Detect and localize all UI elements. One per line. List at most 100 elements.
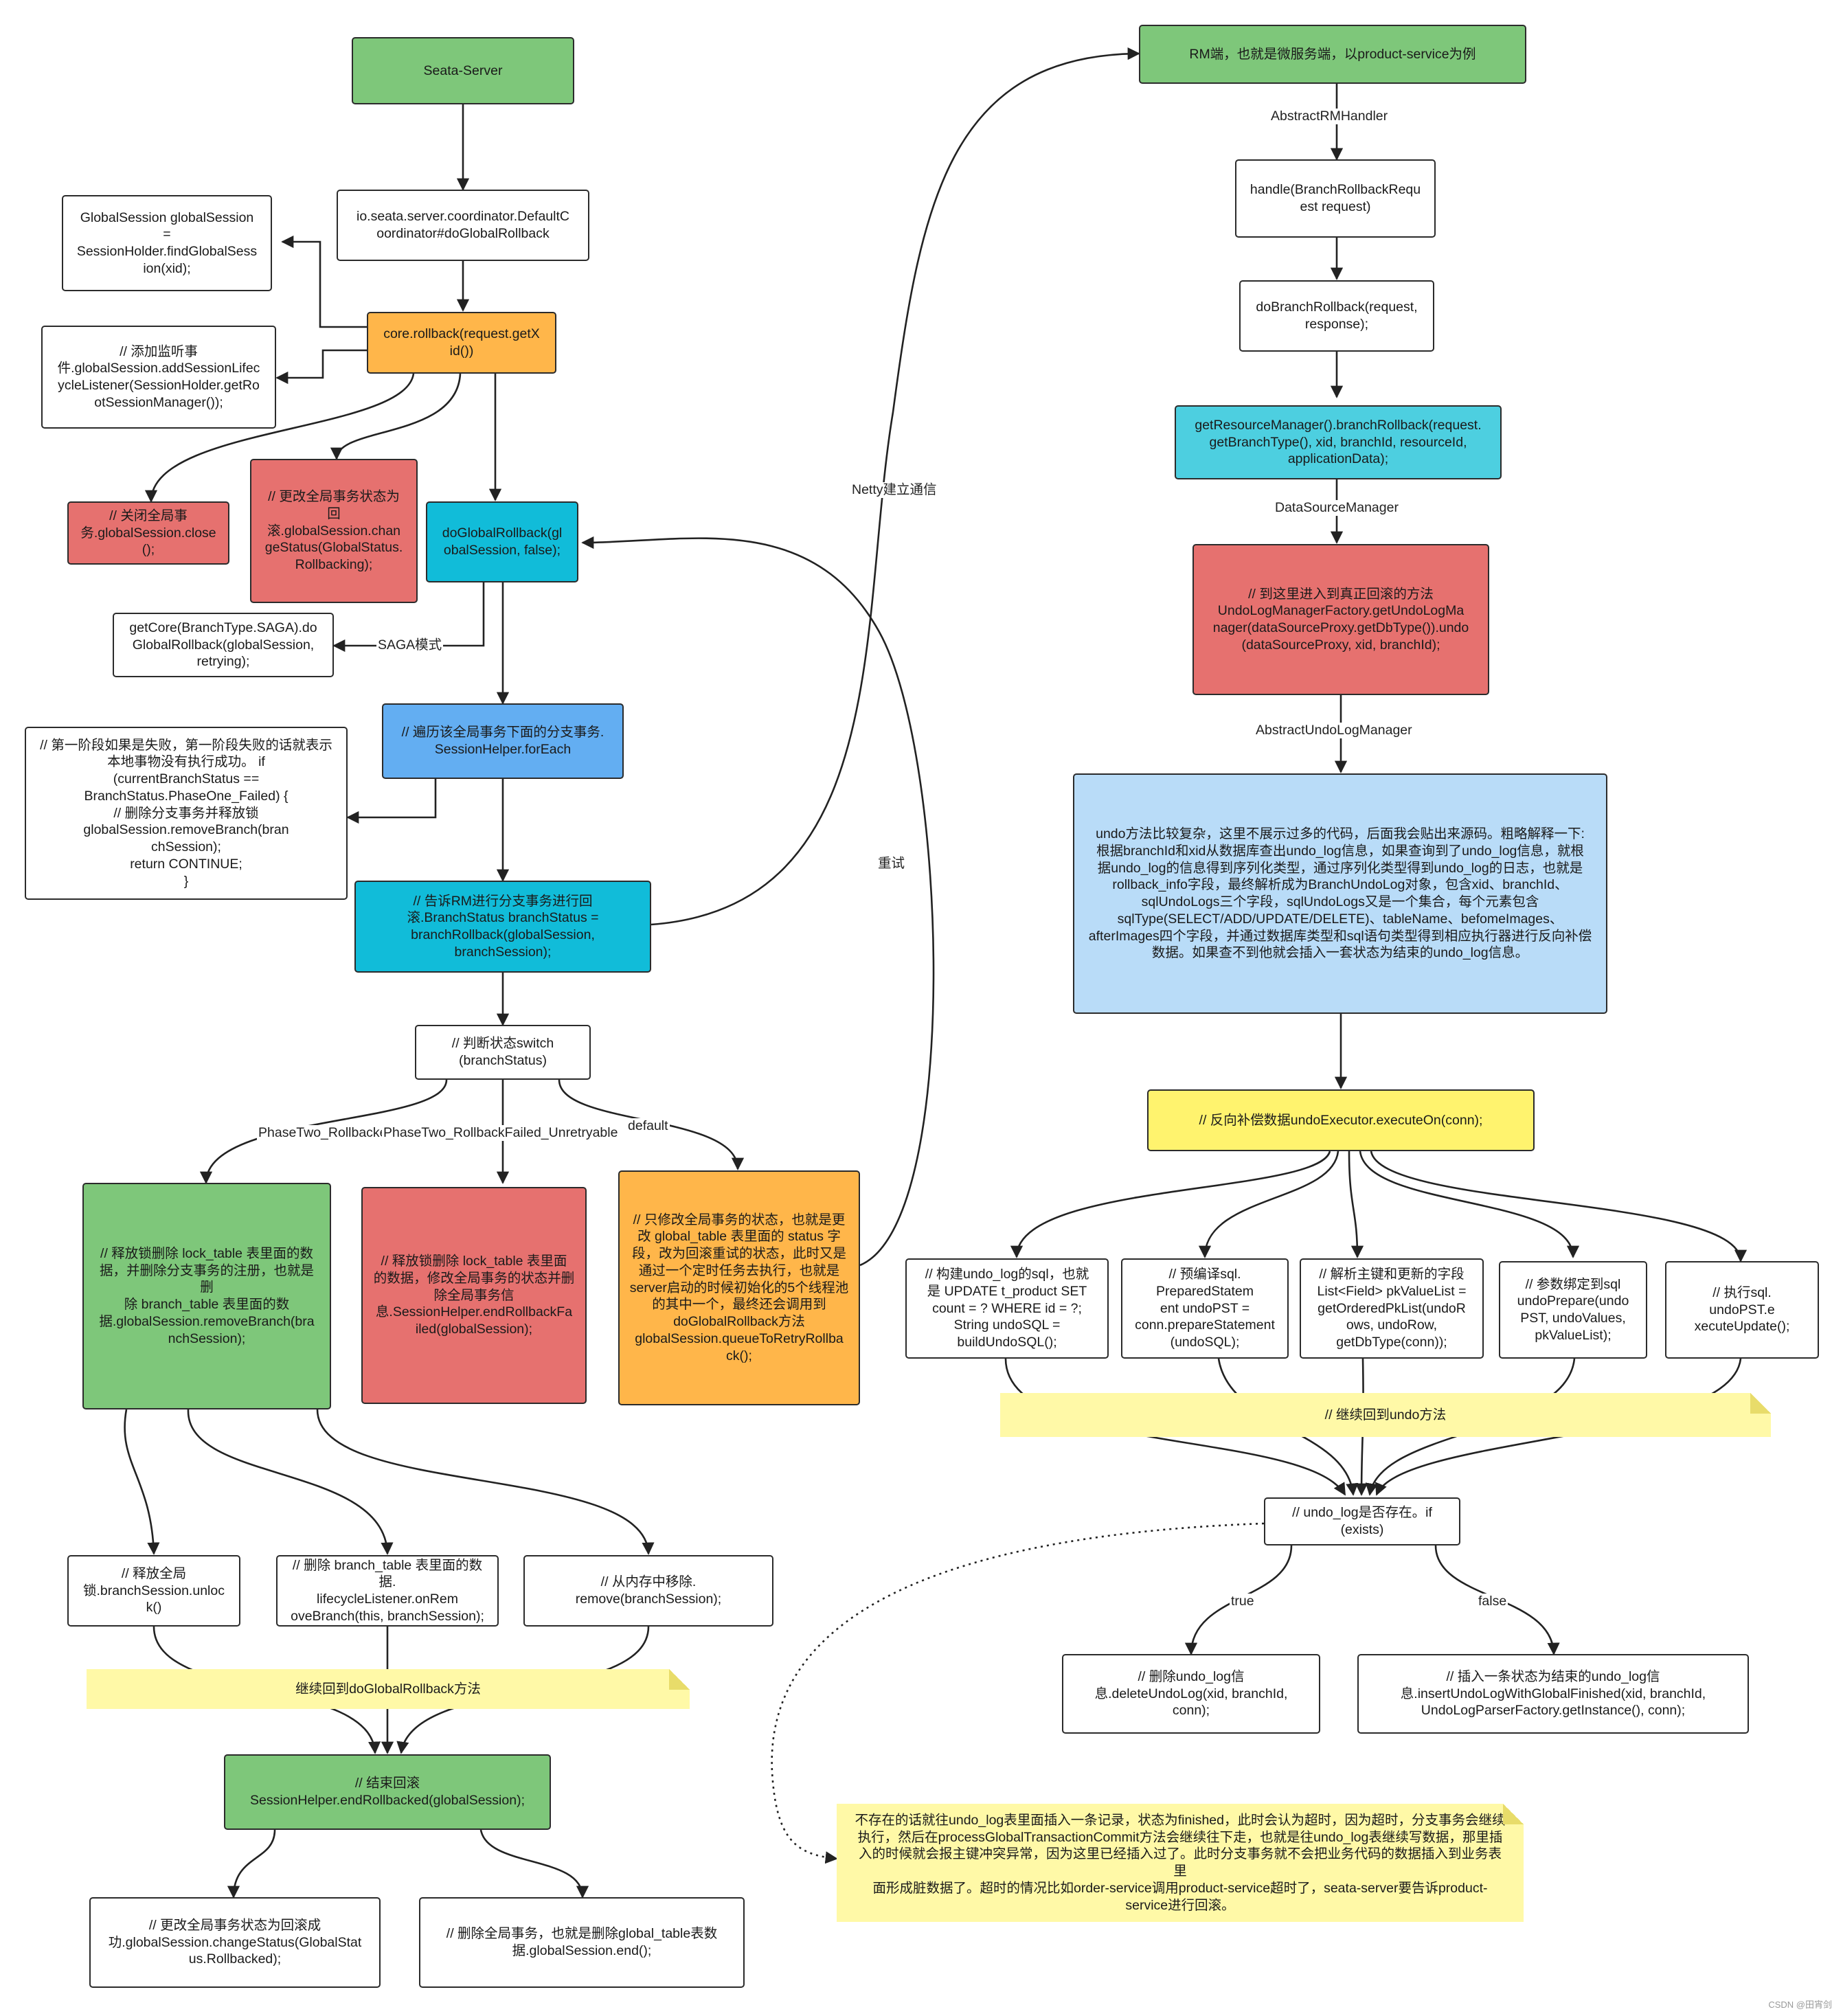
note-continue-global-rollback-text: 继续回到doGlobalRollback方法 xyxy=(295,1681,481,1697)
node-saga-rollback-text: getCore(BranchType.SAGA).do GlobalRollba… xyxy=(129,620,317,670)
edge-end-to-global-end xyxy=(479,1829,589,1899)
node-execute-update: // 执行sql. undoPST.e xecuteUpdate(); xyxy=(1665,1261,1819,1359)
note-continue-undo-text: // 继续回到undo方法 xyxy=(1324,1407,1447,1423)
edge-execute-to-bind xyxy=(1359,1151,1580,1258)
node-undo-desc-text: undo方法比较复杂，这里不展示过多的代码，后面我会贴出来源码。粗略解释一下: … xyxy=(1088,826,1592,961)
edge-foreach-to-phase-one xyxy=(346,779,437,824)
node-bind-params: // 参数绑定到sql undoPrepare(undo PST, undoVa… xyxy=(1499,1261,1647,1359)
node-unlock-text: // 释放全局 锁.branchSession.unloc k() xyxy=(83,1565,225,1616)
node-rm-side: RM端，也就是微服务端，以product-service为例 xyxy=(1139,25,1526,84)
node-delete-undo-log-text: // 删除undo_log信 息.deleteUndoLog(xid, bran… xyxy=(1094,1668,1288,1719)
edge-label-retry: 重试 xyxy=(877,856,907,872)
node-end-rollbacked: // 结束回滚 SessionHelper.endRollbacked(glob… xyxy=(224,1754,551,1830)
node-find-global-session-text: GlobalSession globalSession = SessionHol… xyxy=(76,209,258,276)
node-change-status-rollbacked-text: // 更改全局事务状态为回滚成 功.globalSession.changeSt… xyxy=(108,1917,362,1967)
node-case-failed: // 释放锁删除 lock_table 表里面 的数据，修改全局事务的状态并删 … xyxy=(361,1187,587,1404)
node-remove-memory: // 从内存中移除. remove(branchSession); xyxy=(523,1555,773,1627)
edge-label-default: default xyxy=(626,1118,670,1135)
node-saga-rollback: getCore(BranchType.SAGA).do GlobalRollba… xyxy=(113,613,334,677)
node-add-listener-text: // 添加监听事 件.globalSession.addSessionLifec… xyxy=(57,343,260,410)
edge-label-true: true xyxy=(1230,1594,1256,1610)
node-undo-entry: // 到这里进入到真正回滚的方法 UndoLogManagerFactory.g… xyxy=(1192,544,1489,695)
node-prepare-statement: // 预编译sql. PreparedStatem ent undoPST = … xyxy=(1121,1258,1289,1359)
edge-core-to-add-listener xyxy=(275,349,367,385)
note-timeout-text: 不存在的话就往undo_log表里面插入一条记录，状态为finished，此时会… xyxy=(855,1812,1506,1913)
edge-label-data-source-manager: DataSourceManager xyxy=(1274,500,1400,517)
node-parse-pk-text: // 解析主键和更新的字段 List<Field> pkValueList = … xyxy=(1317,1267,1467,1350)
edge-core-to-close xyxy=(144,373,415,503)
node-phase-one-failed-text: // 第一阶段如果是失败，第一阶段失败的话就表示 本地事物没有执行成功。 if … xyxy=(40,737,332,889)
node-global-session-end-text: // 删除全局事务，也就是删除global_table表数 据.globalSe… xyxy=(446,1926,718,1958)
node-execute-update-text: // 执行sql. undoPST.e xecuteUpdate(); xyxy=(1694,1284,1790,1335)
edge-execute-to-build-sql xyxy=(1010,1151,1331,1258)
node-do-global-rollback: doGlobalRollback(gl obalSession, false); xyxy=(426,501,578,582)
note-fold-1 xyxy=(669,1669,690,1690)
node-remove-memory-text: // 从内存中移除. remove(branchSession); xyxy=(575,1574,722,1607)
node-bind-params-text: // 参数绑定到sql undoPrepare(undo PST, undoVa… xyxy=(1517,1276,1629,1343)
node-build-undo-sql-text: // 构建undo_log的sql，也就 是 UPDATE t_product … xyxy=(925,1267,1089,1350)
node-add-listener: // 添加监听事 件.globalSession.addSessionLifec… xyxy=(41,326,276,429)
node-core-rollback-text: core.rollback(request.getX id()) xyxy=(383,326,540,359)
edge-core-to-find-session xyxy=(281,235,367,328)
note-continue-global-rollback: 继续回到doGlobalRollback方法 xyxy=(87,1669,690,1709)
node-case-failed-text: // 释放锁删除 lock_table 表里面 的数据，修改全局事务的状态并删 … xyxy=(373,1254,575,1337)
node-insert-undo-log-text: // 插入一条状态为结束的undo_log信 息.insertUndoLogWi… xyxy=(1400,1668,1706,1719)
edge-rollbacked-to-remove-branch-table xyxy=(187,1409,394,1555)
node-resource-manager-rollback: getResourceManager().branchRollback(requ… xyxy=(1175,405,1502,479)
node-foreach-branch: // 遍历该全局事务下面的分支事务. SessionHelper.forEach xyxy=(382,703,624,779)
node-seata-server: Seata-Server xyxy=(352,37,574,104)
node-phase-one-failed: // 第一阶段如果是失败，第一阶段失败的话就表示 本地事物没有执行成功。 if … xyxy=(25,727,348,900)
node-close-global-text: // 关闭全局事 务.globalSession.close (); xyxy=(80,508,216,558)
node-seata-server-text: Seata-Server xyxy=(423,63,503,78)
edge-label-netty: Netty建立通信 xyxy=(850,482,938,499)
node-handle-text: handle(BranchRollbackRequ est request) xyxy=(1250,182,1421,214)
edge-execute-to-parse-pk xyxy=(1348,1151,1364,1258)
node-unlock: // 释放全局 锁.branchSession.unloc k() xyxy=(67,1555,240,1627)
note-continue-undo: // 继续回到undo方法 xyxy=(1000,1393,1771,1437)
edge-core-to-change-status xyxy=(330,373,462,460)
node-rm-side-text: RM端，也就是微服务端，以product-service为例 xyxy=(1189,46,1476,62)
node-undo-entry-text: // 到这里进入到真正回滚的方法 UndoLogManagerFactory.g… xyxy=(1212,586,1469,653)
node-undo-log-exists-text: // undo_log是否存在。if (exists) xyxy=(1292,1505,1432,1537)
node-find-global-session: GlobalSession globalSession = SessionHol… xyxy=(62,195,272,291)
node-insert-undo-log: // 插入一条状态为结束的undo_log信 息.insertUndoLogWi… xyxy=(1357,1654,1749,1734)
node-foreach-branch-text: // 遍历该全局事务下面的分支事务. SessionHelper.forEach xyxy=(401,725,604,757)
node-change-status-rollbacking-text: // 更改全局事务状态为 回 滚.globalSession.chan geSt… xyxy=(264,489,403,573)
watermark: CSDN @田宵剑 xyxy=(1768,2000,1832,2010)
node-default-coordinator: io.seata.server.coordinator.DefaultC oor… xyxy=(337,190,589,261)
node-prepare-statement-text: // 预编译sql. PreparedStatem ent undoPST = … xyxy=(1135,1267,1275,1350)
node-execute-on: // 反向补偿数据undoExecutor.executeOn(conn); xyxy=(1147,1089,1535,1151)
edge-label-saga-mode: SAGA模式 xyxy=(376,637,444,654)
edge-rollbacked-to-unlock xyxy=(124,1409,160,1555)
node-do-global-rollback-text: doGlobalRollback(gl obalSession, false); xyxy=(442,525,563,558)
node-parse-pk: // 解析主键和更新的字段 List<Field> pkValueList = … xyxy=(1300,1258,1484,1359)
node-do-branch-rollback: doBranchRollback(request, response); xyxy=(1239,280,1434,352)
node-handle: handle(BranchRollbackRequ est request) xyxy=(1235,159,1436,238)
node-delete-undo-log: // 删除undo_log信 息.deleteUndoLog(xid, bran… xyxy=(1062,1654,1320,1734)
node-case-rollbacked-text: // 释放锁删除 lock_table 表里面的数 据，并删除分支事务的注册，也… xyxy=(99,1245,315,1346)
edge-label-phase-two-failed: PhaseTwo_RollbackFailed_Unretryable xyxy=(382,1125,620,1142)
node-build-undo-sql: // 构建undo_log的sql，也就 是 UPDATE t_product … xyxy=(905,1258,1109,1359)
node-default-coordinator-text: io.seata.server.coordinator.DefaultC oor… xyxy=(356,209,569,241)
node-end-rollbacked-text: // 结束回滚 SessionHelper.endRollbacked(glob… xyxy=(250,1776,525,1808)
node-core-rollback: core.rollback(request.getX id()) xyxy=(367,312,556,374)
node-resource-manager-rollback-text: getResourceManager().branchRollback(requ… xyxy=(1195,417,1482,467)
node-execute-on-text: // 反向补偿数据undoExecutor.executeOn(conn); xyxy=(1199,1112,1483,1128)
note-timeout: 不存在的话就往undo_log表里面插入一条记录，状态为finished，此时会… xyxy=(837,1804,1524,1922)
node-branch-rollback-text: // 告诉RM进行分支事务进行回 滚.BranchStatus branchSt… xyxy=(407,893,599,960)
node-case-default: // 只修改全局事务的状态，也就是更 改 global_table 表里面的 s… xyxy=(618,1170,860,1405)
note-fold-2 xyxy=(1750,1393,1771,1414)
node-undo-log-exists: // undo_log是否存在。if (exists) xyxy=(1264,1497,1460,1545)
node-case-rollbacked: // 释放锁删除 lock_table 表里面的数 据，并删除分支事务的注册，也… xyxy=(82,1183,331,1409)
edge-switch-to-rollbacked xyxy=(199,1079,448,1184)
node-remove-branch-table: // 删除 branch_table 表里面的数 据. lifecycleLis… xyxy=(276,1555,499,1627)
node-remove-branch-table-text: // 删除 branch_table 表里面的数 据. lifecycleLis… xyxy=(291,1557,484,1624)
node-branch-rollback: // 告诉RM进行分支事务进行回 滚.BranchStatus branchSt… xyxy=(354,881,651,973)
edge-exists-to-note-dotted xyxy=(771,1522,1265,1864)
node-change-status-rollbacked: // 更改全局事务状态为回滚成 功.globalSession.changeSt… xyxy=(89,1897,381,1988)
edge-execute-to-execute-update xyxy=(1370,1151,1748,1262)
note-fold-3 xyxy=(1503,1804,1524,1824)
node-switch-status: // 判断状态switch (branchStatus) xyxy=(415,1025,591,1080)
node-switch-status-text: // 判断状态switch (branchStatus) xyxy=(451,1036,554,1068)
